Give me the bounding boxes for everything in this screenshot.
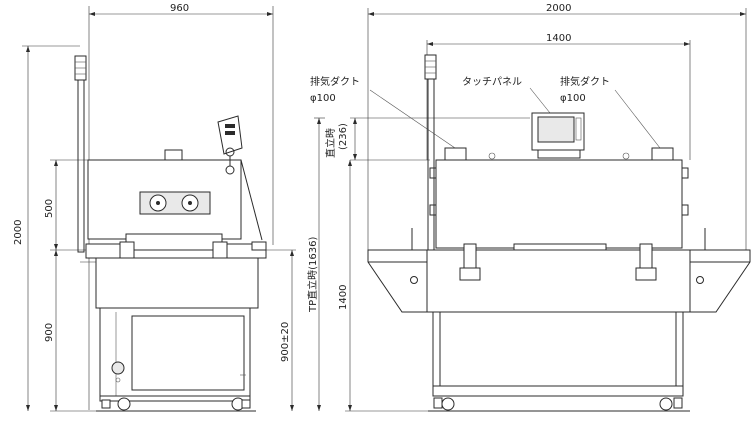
front-exhaust-duct-right	[651, 147, 674, 161]
side-lower-cabinet	[99, 307, 251, 397]
label-exhaust-dia-right: φ100	[560, 93, 586, 104]
centre-dimensions: TP直立時(1636) 直立時 (236) 1400	[306, 117, 530, 412]
front-view: 2000 1400 排気ダクト φ100 タッチパネル 排気ダクト φ100	[310, 3, 751, 412]
label-exhaust-dia-left: φ100	[310, 93, 336, 104]
dim-side-width: 960	[170, 3, 189, 14]
label-exhaust-left: 排気ダクト	[310, 75, 360, 88]
dim-upper-height: 500	[44, 199, 55, 218]
front-exhaust-duct-left	[444, 147, 467, 161]
dim-lower-height: 900	[44, 323, 55, 342]
dim-front-width: 2000	[546, 3, 571, 14]
dim-total-height: 2000	[13, 220, 24, 245]
dim-tp-upright: TP直立時(1636)	[306, 237, 319, 313]
dim-upright-height: (236)	[338, 123, 349, 150]
side-upper-cabinet	[95, 257, 259, 309]
side-duct	[164, 149, 183, 161]
side-view: 960	[13, 3, 296, 412]
signal-pole	[77, 79, 85, 253]
label-touch-panel: タッチパネル	[462, 76, 522, 88]
dim-front-height: 1400	[338, 285, 349, 310]
label-upright: 直立時	[324, 128, 337, 158]
front-hood	[435, 159, 683, 249]
dim-front-inner-width: 1400	[546, 33, 571, 44]
dim-table-height: 900±20	[280, 322, 291, 362]
label-exhaust-right: 排気ダクト	[560, 75, 610, 88]
